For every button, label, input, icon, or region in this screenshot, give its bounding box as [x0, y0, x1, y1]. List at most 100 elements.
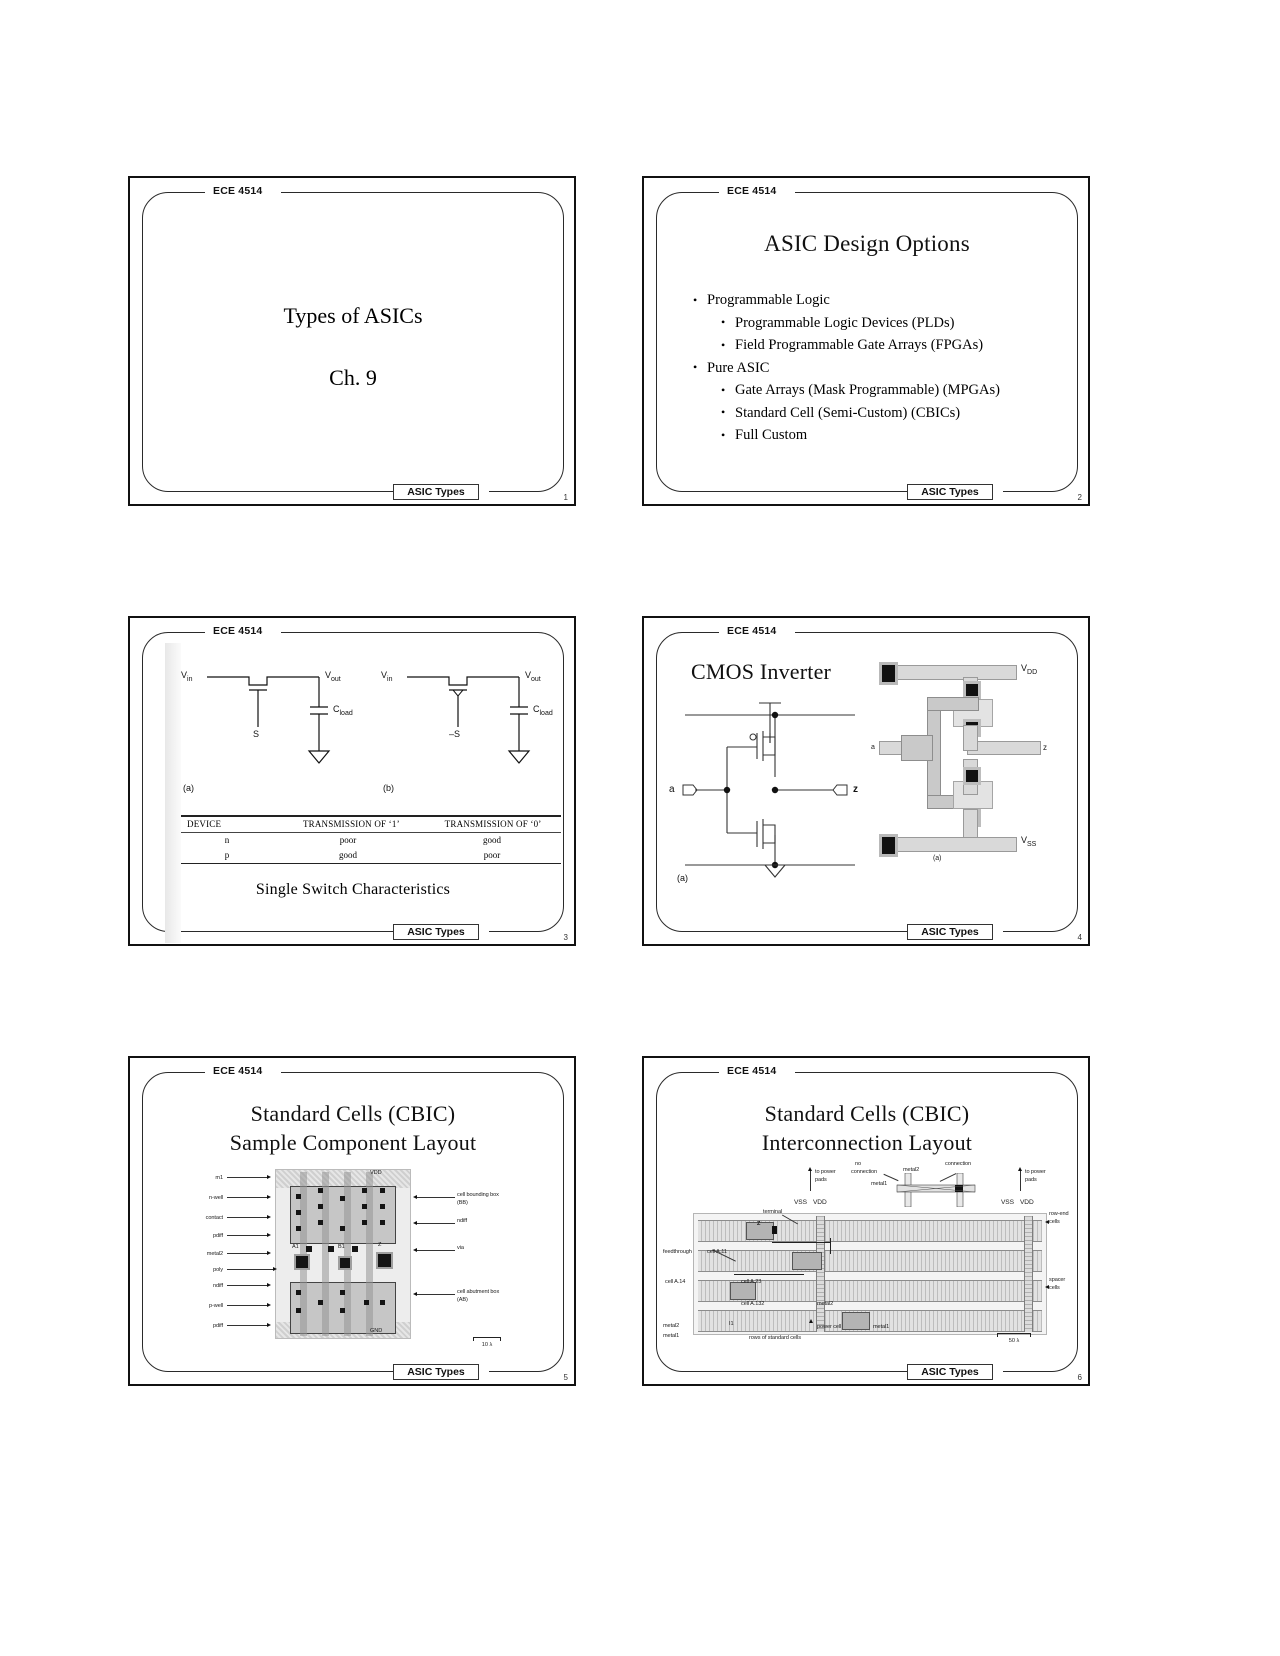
- bullet-item: Full Custom: [691, 424, 1063, 447]
- table-row: p good poor: [181, 848, 561, 863]
- contact: [380, 1220, 385, 1225]
- callout-metal2-bottom: metal2: [663, 1323, 680, 1329]
- table-header-device: DEVICE: [187, 819, 222, 830]
- poly-stripe: [366, 1172, 373, 1336]
- arrow-icon: [273, 1266, 277, 1271]
- slide-6: ECE 4514 Standard Cells (CBIC) Interconn…: [642, 1056, 1090, 1386]
- arrow-icon: [267, 1302, 271, 1307]
- leader-line: [227, 1325, 269, 1326]
- callout-power-cell: power cell: [817, 1324, 842, 1330]
- label-vdd: VDD: [370, 1170, 382, 1176]
- bullet-item: Programmable Logic Devices (PLDs): [691, 311, 1063, 335]
- label-vin-b: Vin: [381, 670, 393, 683]
- arrow-icon: [267, 1232, 271, 1237]
- layout-figure-tag: (a): [933, 855, 942, 862]
- leader-line: [417, 1197, 455, 1198]
- arrow-icon: [267, 1282, 271, 1287]
- arrow-icon: [809, 1319, 813, 1323]
- callout-pdiff: pdiff: [213, 1233, 223, 1239]
- leader-line: [227, 1253, 269, 1254]
- label-z: Z: [378, 1242, 382, 1248]
- slide-4-footer-label: ASIC Types: [907, 924, 993, 940]
- arrow-icon: [413, 1194, 417, 1199]
- slide-2-footer-label: ASIC Types: [907, 484, 993, 500]
- rail-label-vdd-left: VDD: [813, 1199, 827, 1206]
- slide-2-bullet-list: Programmable Logic Programmable Logic De…: [691, 289, 1063, 447]
- slide-6-card: ECE 4514 Standard Cells (CBIC) Interconn…: [656, 1063, 1078, 1380]
- slide-3: ECE 4514: [128, 616, 576, 946]
- callout-metal2-top: metal2: [903, 1167, 920, 1173]
- slide-2-page-number: 2: [1077, 493, 1082, 502]
- slide-5-figure: VDD A1 B1 Z GND m1 n-well contact: [143, 1161, 563, 1353]
- callout-terminal: terminal: [763, 1209, 783, 1215]
- contact: [362, 1204, 367, 1209]
- contact: [364, 1300, 369, 1305]
- slide-4-title: CMOS Inverter: [691, 659, 832, 684]
- cmos-schematic-svg: [682, 702, 855, 878]
- cell-transmission-1: good: [339, 850, 357, 861]
- contact: [318, 1220, 323, 1225]
- slide-6-title-line-1: Standard Cells (CBIC): [764, 1101, 970, 1126]
- slide-6-figure: to power pads no connection metal2 conne…: [657, 1161, 1077, 1353]
- callout-cell-abutment-box-abbr: (AB): [457, 1297, 468, 1303]
- label-gnd: GND: [370, 1328, 383, 1334]
- callout-to-power-pads-left-2: pads: [815, 1177, 827, 1183]
- callout-metal2-mid: metal2: [817, 1301, 834, 1307]
- power-cell-column: [1024, 1216, 1033, 1332]
- arrow-icon: [1045, 1220, 1049, 1224]
- slide-5-card: ECE 4514 Standard Cells (CBIC) Sample Co…: [142, 1063, 564, 1380]
- via-mid: [338, 1256, 352, 1270]
- arrow-icon: [1018, 1167, 1022, 1171]
- cmos-inverter-schematic: a z (a): [669, 685, 875, 895]
- callout-cell-bounding-box-abbr: (BB): [457, 1200, 468, 1206]
- slide-2-card: ECE 4514 ASIC Design Options Programmabl…: [656, 183, 1078, 500]
- bullet-item: Pure ASIC: [691, 356, 1063, 380]
- slide-1-title-line-1: Types of ASICs: [283, 303, 423, 328]
- callout-metal1-top: metal1: [871, 1181, 888, 1187]
- scale-tick-right: [1030, 1333, 1031, 1337]
- contact: [296, 1194, 301, 1199]
- bullet-item: Programmable Logic: [691, 289, 1063, 312]
- leader-line: [227, 1285, 269, 1286]
- cell-block: [730, 1282, 756, 1300]
- standard-cell-row: [698, 1250, 1042, 1272]
- poly-stripe: [344, 1172, 351, 1336]
- slide-6-page-number: 6: [1077, 1373, 1082, 1382]
- callout-cell-bounding-box: cell bounding box: [457, 1192, 499, 1198]
- arrow-icon: [413, 1220, 417, 1225]
- connection-detail-inset: [896, 1173, 976, 1207]
- poly-gate-branch-top: [927, 697, 979, 711]
- cell-block: [792, 1252, 822, 1270]
- vdd-rail: [883, 665, 1017, 680]
- slide-3-page-number: 3: [563, 933, 568, 942]
- callout-poly: poly: [213, 1267, 223, 1273]
- leader-line: [227, 1235, 269, 1236]
- slide-6-title-line-2: Interconnection Layout: [761, 1130, 973, 1155]
- contact: [380, 1188, 385, 1193]
- arrow-icon: [267, 1174, 271, 1179]
- cell-device: p: [224, 850, 230, 861]
- contact: [380, 1204, 385, 1209]
- table-rule-mid: [181, 831, 561, 833]
- slide-6-footer-label: ASIC Types: [907, 1364, 993, 1380]
- schematic-figure-tag: (a): [677, 873, 688, 883]
- contact: [296, 1210, 301, 1215]
- via-a1: [294, 1254, 310, 1270]
- scale-bar-caption: 50 λ: [1008, 1338, 1020, 1344]
- cell-device: n: [224, 835, 230, 846]
- table-header-transmission-1: TRANSMISSION OF ‘1’: [302, 819, 400, 830]
- callout-metal1-bottom: metal1: [663, 1333, 680, 1339]
- contact: [352, 1246, 358, 1252]
- callout-spacer: spacer: [1049, 1277, 1066, 1283]
- rows-of-standard-cells-art: [693, 1213, 1047, 1335]
- callout-no-connection: connection: [851, 1169, 878, 1175]
- slide-3-switch-figures: Vin Vout S Cload (a): [157, 655, 557, 815]
- slide-5-course-header: ECE 4514: [209, 1063, 267, 1079]
- callout-i1: I1: [729, 1321, 734, 1327]
- leader-line: [1020, 1171, 1021, 1191]
- callout-z: Z: [757, 1221, 761, 1227]
- callout-connection: connection: [945, 1161, 972, 1167]
- standard-cell-layout-art: VDD A1 B1 Z GND: [275, 1169, 411, 1339]
- switch-figure-a: Vin Vout S Cload (a): [179, 655, 369, 805]
- slide-3-course-header: ECE 4514: [209, 623, 267, 639]
